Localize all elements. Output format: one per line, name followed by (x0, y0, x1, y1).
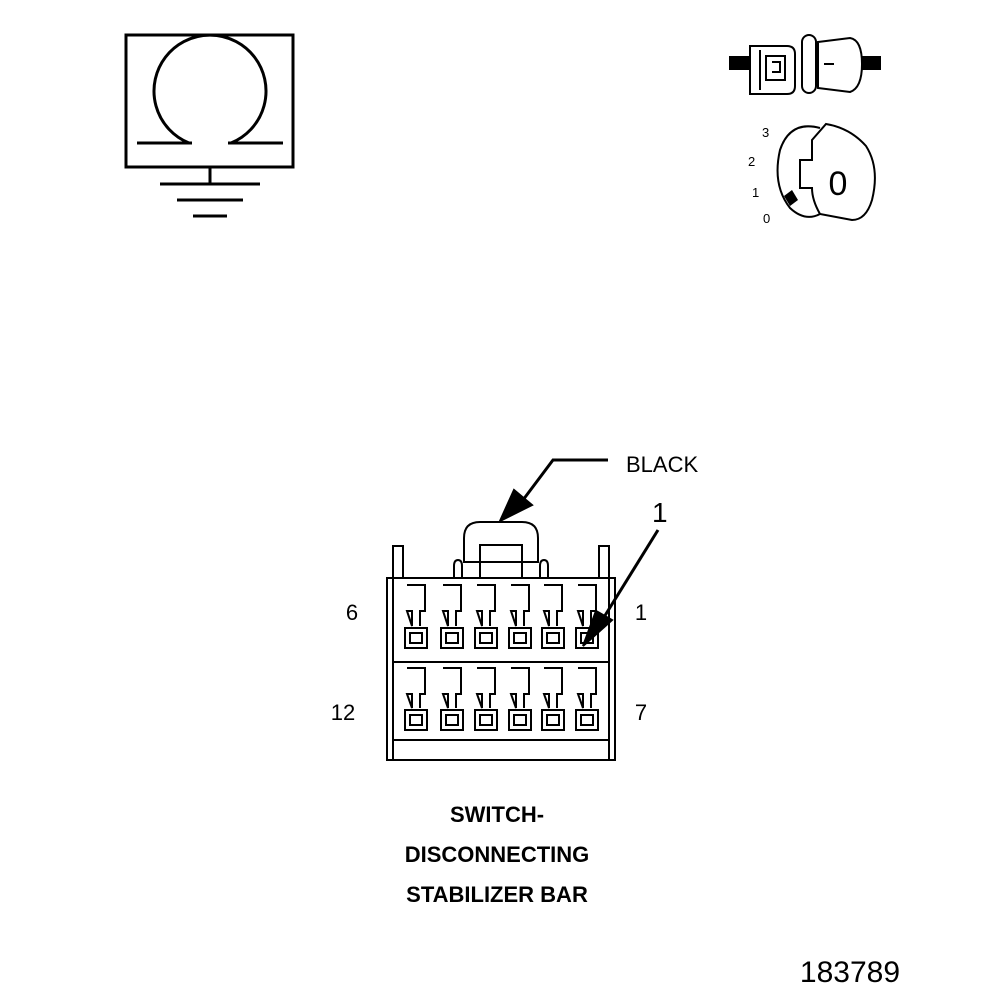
ignition-pos-3: 3 (762, 125, 769, 140)
pin-label-1: 1 (635, 600, 647, 625)
seal-ring (801, 34, 817, 94)
ignition-pos-1: 1 (752, 185, 759, 200)
pin-label-7: 7 (635, 700, 647, 725)
black-callout-leader (497, 458, 608, 524)
ignition-pos-0: 0 (763, 211, 770, 226)
terminal-cavities (404, 584, 599, 731)
figure-id: 183789 (800, 956, 900, 989)
omega-glyph (152, 33, 268, 145)
latch-post-left (392, 545, 404, 578)
terminal-cavity-3 (508, 584, 532, 649)
ignition-key (799, 122, 876, 222)
connector-title-line-2: DISCONNECTING (405, 842, 590, 867)
terminal-cavity-12 (404, 667, 428, 731)
terminal-cavity-10 (474, 667, 498, 731)
wire-stub-right (861, 56, 881, 70)
terminal-cavity-9 (508, 667, 532, 731)
housing-color-label: BLACK (626, 452, 698, 477)
pin-label-6: 6 (346, 600, 358, 625)
disconnected-connector-icon (729, 34, 881, 95)
ohmmeter-frame (124, 33, 295, 169)
terminal-cavity-8 (541, 667, 565, 731)
key-pointer (784, 190, 798, 206)
ignition-key-icon: 3 2 1 0 0 (748, 122, 876, 226)
terminal-cavity-7 (575, 667, 599, 731)
wire-stub-left (729, 56, 751, 70)
terminal-cavity-2 (541, 584, 565, 649)
connector-title-line-1: SWITCH- (450, 802, 544, 827)
terminal-cavity-11 (440, 667, 464, 731)
ignition-key-label: 0 (829, 165, 848, 203)
terminal-cavity-4 (474, 584, 498, 649)
callout-number: 1 (652, 497, 668, 528)
ohmmeter-ground-icon (124, 33, 295, 218)
connector-title-line-3: STABILIZER BAR (406, 882, 588, 907)
pin1-callout-arrow (582, 529, 660, 647)
pin-label-12: 12 (331, 700, 355, 725)
terminal-cavity-6 (404, 584, 428, 649)
ignition-pos-2: 2 (748, 154, 755, 169)
terminal-cavity-5 (440, 584, 464, 649)
latch-post-right (598, 545, 610, 578)
connector-housing (386, 577, 616, 761)
lock-tab (463, 521, 539, 563)
connector-face (386, 521, 616, 761)
